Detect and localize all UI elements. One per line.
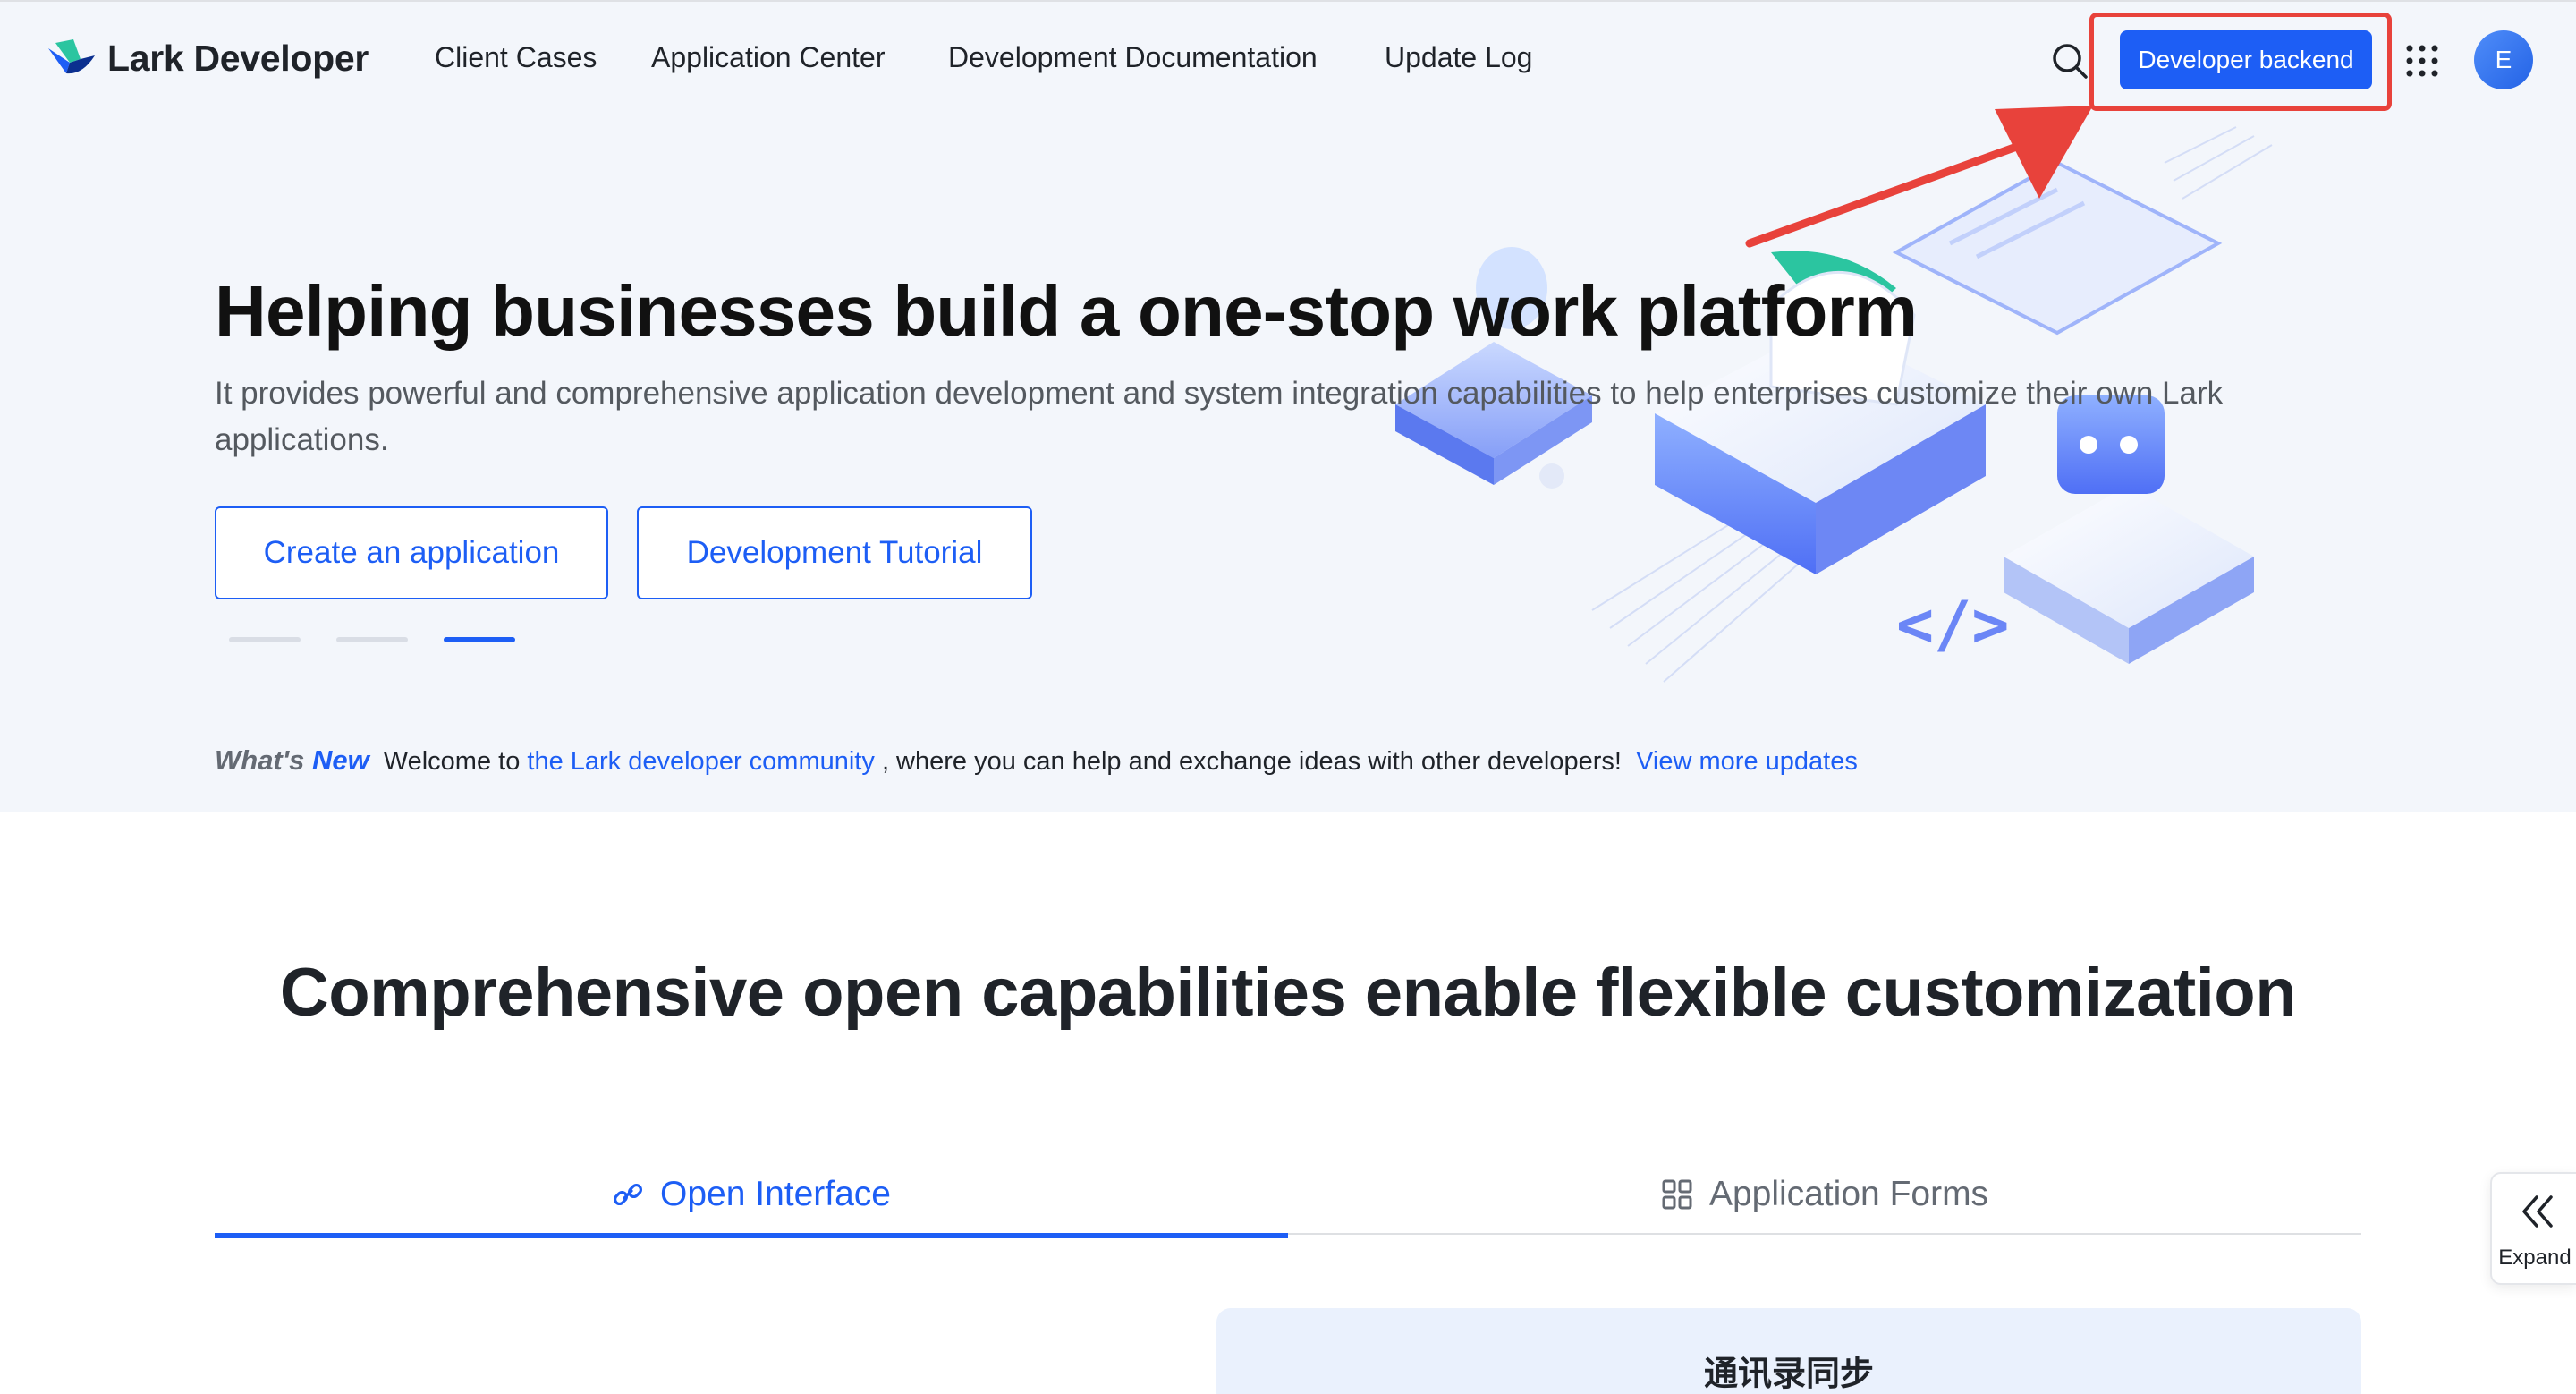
hero-title: Helping businesses build a one-stop work…: [215, 271, 1918, 351]
lark-logo-icon: [48, 39, 95, 74]
expand-label: Expand: [2498, 1245, 2572, 1270]
whats-new-text-before: Welcome to: [383, 747, 521, 776]
platform-illustration: </>: [1395, 126, 2273, 683]
annotation-highlight-box: [2089, 13, 2392, 111]
tab-application-forms[interactable]: Application Forms: [1288, 1154, 2361, 1235]
svg-text:</>: </>: [1896, 588, 2009, 661]
nav-development-documentation[interactable]: Development Documentation: [948, 41, 1318, 73]
brand-name: Lark Developer: [107, 37, 369, 79]
whats-new-text-after: , where you can help and exchange ideas …: [881, 747, 1622, 776]
view-more-updates-link[interactable]: View more updates: [1636, 747, 1858, 776]
hero-section: </> Helping businesses build a one-stop …: [0, 2, 2576, 812]
capability-card[interactable]: 通讯录同步: [1216, 1308, 2361, 1394]
top-navbar: Lark Developer Client Cases Application …: [0, 2, 2576, 116]
search-icon[interactable]: [2050, 41, 2089, 81]
nav-update-log[interactable]: Update Log: [1385, 41, 1533, 73]
double-chevron-left-icon: [2522, 1195, 2553, 1228]
tab-open-interface[interactable]: Open Interface: [215, 1154, 1288, 1238]
user-avatar[interactable]: E: [2474, 30, 2533, 89]
apps-grid-icon: [1662, 1179, 1692, 1210]
capabilities-title: Comprehensive open capabilities enable f…: [279, 955, 2297, 1031]
capability-card-title: 通讯录同步: [1703, 1354, 1874, 1393]
development-tutorial-button[interactable]: Development Tutorial: [637, 506, 1032, 599]
community-link[interactable]: the Lark developer community: [527, 747, 875, 776]
brand-logo[interactable]: Lark Developer: [47, 36, 369, 81]
link-icon: [613, 1183, 643, 1206]
developer-backend-button[interactable]: Developer backend: [2120, 30, 2372, 89]
nav-client-cases[interactable]: Client Cases: [435, 41, 597, 73]
hero-subtitle: It provides powerful and comprehensive a…: [215, 376, 2224, 457]
whats-new-label: What's New: [215, 744, 369, 777]
capabilities-tabs: Open Interface Application Forms: [215, 1154, 2361, 1238]
carousel-dot-3[interactable]: [444, 637, 515, 642]
active-tab-indicator: [215, 1233, 1288, 1238]
whats-new-bar: What's New Welcome to the Lark developer…: [215, 744, 1858, 777]
tab-open-interface-label: Open Interface: [660, 1175, 891, 1213]
expand-side-panel-button[interactable]: Expand: [2490, 1172, 2576, 1285]
annotation-arrow: [1745, 106, 2093, 248]
tab-application-forms-label: Application Forms: [1708, 1175, 1989, 1213]
carousel-dot-2[interactable]: [336, 637, 408, 642]
whats-new-label-part2: New: [312, 744, 369, 776]
app-grid-icon[interactable]: [2404, 43, 2440, 79]
carousel-dot-1[interactable]: [229, 637, 301, 642]
create-application-button[interactable]: Create an application: [215, 506, 608, 599]
nav-application-center[interactable]: Application Center: [651, 41, 886, 73]
whats-new-label-part1: What's: [215, 744, 305, 776]
top-border: [0, 0, 2576, 2]
